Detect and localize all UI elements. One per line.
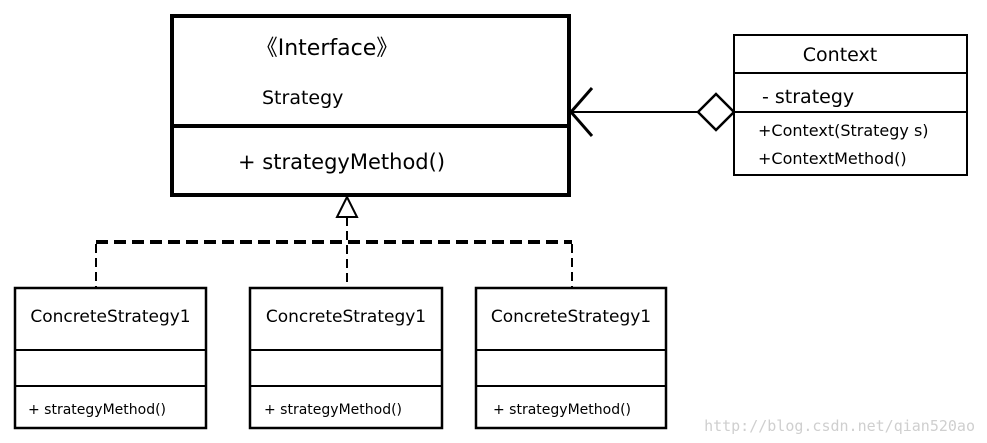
concrete-strategy-method: + strategyMethod() [28,402,166,418]
context-class: Context - strategy +Context(Strategy s) … [733,34,968,176]
context-attribute: - strategy [762,86,854,108]
association-arrowhead [569,87,594,137]
concrete-strategy-name: ConcreteStrategy1 [266,307,426,327]
concrete-strategy-method: + strategyMethod() [264,402,402,418]
concrete-strategy-box [248,286,444,430]
interface-name: Strategy [262,87,343,109]
context-method-2: +ContextMethod() [758,149,907,168]
realization-connector [95,194,573,288]
context-method-1: +Context(Strategy s) [758,121,929,140]
context-box [733,34,968,176]
concrete-strategy-name: ConcreteStrategy1 [30,307,190,327]
context-name: Context [803,44,877,66]
strategy-interface-class: 《Interface》 Strategy + strategyMethod() [170,14,571,197]
concrete-strategy-box [13,286,208,430]
concrete-strategy-name: ConcreteStrategy1 [491,307,651,327]
concrete-strategy-method: + strategyMethod() [493,402,631,418]
aggregation-association [569,87,736,137]
watermark-text: http://blog.csdn.net/qian520ao [704,417,975,435]
concrete-strategy-box [474,286,668,430]
interface-method: + strategyMethod() [238,150,445,174]
interface-stereotype: 《Interface》 [256,36,399,61]
aggregation-diamond [696,92,736,132]
concrete-strategy-3: ConcreteStrategy1 + strategyMethod() [474,286,668,430]
realization-arrowhead [335,194,359,218]
strategy-interface-box [170,14,571,197]
concrete-strategy-1: ConcreteStrategy1 + strategyMethod() [13,286,208,430]
concrete-strategy-2: ConcreteStrategy1 + strategyMethod() [248,286,444,430]
